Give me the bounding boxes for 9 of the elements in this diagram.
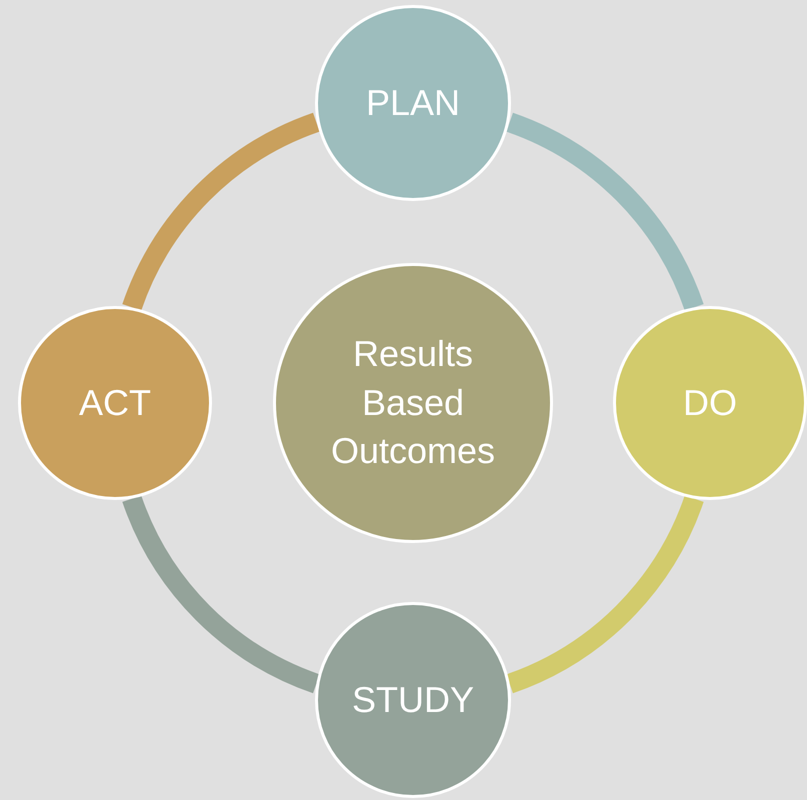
connector-arc (122, 494, 320, 694)
circle-label: ACT (79, 380, 151, 425)
circle-label: PLAN (366, 80, 460, 125)
circle-label: Results Based Outcomes (330, 332, 496, 474)
connector-arc (122, 112, 320, 312)
connector-arc (506, 112, 704, 312)
circle-label: DO (683, 380, 737, 425)
circle-label: STUDY (352, 678, 474, 722)
connector-arc (506, 494, 704, 694)
